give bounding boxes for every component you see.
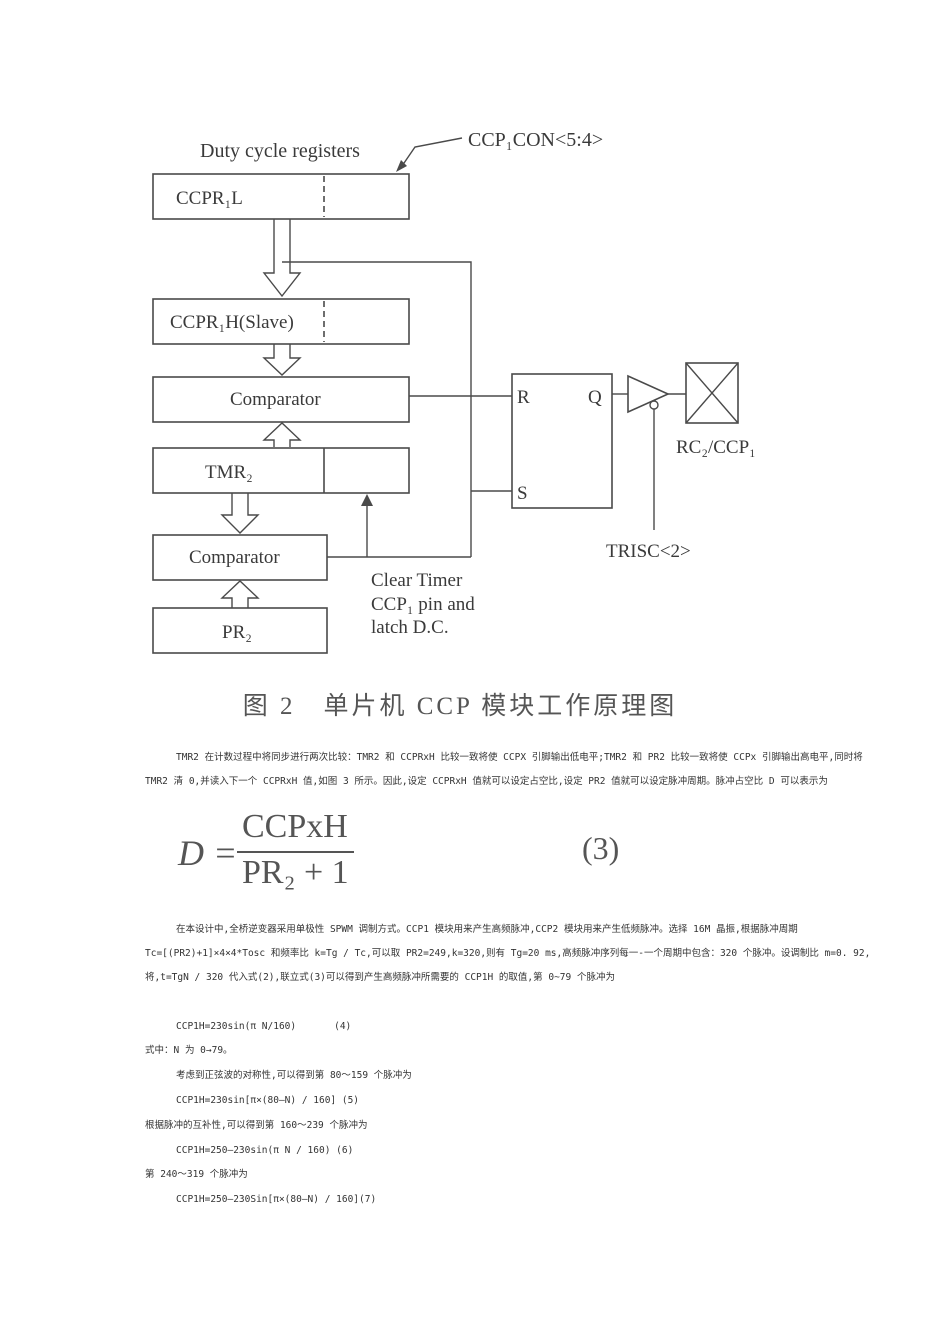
ccp-con-arrowhead xyxy=(396,160,407,172)
comparator-bottom-label: Comparator xyxy=(189,547,280,568)
figure-caption: 图 2 单片机 CCP 模块工作原理图 xyxy=(242,693,678,720)
clear-timer-line-3: latch D.C. xyxy=(371,617,449,638)
paragraph2-line1: 在本设计中,全桥逆变器采用单极性 SPWM 调制方式。CCP1 模块用来产生高频… xyxy=(176,924,798,935)
buffer-enable-bubble xyxy=(649,400,659,410)
clear-timer-line-2: CCP₁ pin and xyxy=(371,594,475,615)
equation-7: CCP1H=250—230Sin[π×(80—N) / 160](7) xyxy=(176,1194,377,1205)
tmr2-to-comparator-bottom-arrow xyxy=(220,493,260,534)
equation-6: CCP1H=250—230sin(π N / 160) (6) xyxy=(176,1145,354,1156)
output-buffer xyxy=(627,374,670,414)
tmr2-to-comparator-arrow xyxy=(262,422,302,447)
ccp-con-label: CCP₁CON<5:4> xyxy=(468,129,603,151)
pr2-register xyxy=(152,607,328,654)
ccpr1h-register xyxy=(152,298,410,345)
tris-label: TRISC<2> xyxy=(606,541,691,562)
tmr2-register xyxy=(152,447,410,494)
formula-lhs: D = xyxy=(178,833,238,873)
range-text: 第 240～319 个脉冲为 xyxy=(145,1169,248,1180)
formula-denominator: PR₂ + 1 xyxy=(242,854,349,891)
paragraph1-line2: TMR2 清 0,并读入下一个 CCPRxH 值,如图 3 所示。因此,设定 C… xyxy=(145,776,828,787)
equation-5: CCP1H=230sin[π×(80—N) / 160] (5) xyxy=(176,1095,360,1106)
formula-number: (3) xyxy=(582,830,620,866)
ccpr1h-to-comparator-arrow xyxy=(262,344,302,376)
rs-flip-flop xyxy=(511,373,613,509)
clear-timer-line-1: Clear Timer xyxy=(371,570,463,591)
pin-pad-cross-b xyxy=(685,362,739,424)
formula-numerator: CCPxH xyxy=(242,808,348,845)
comparator-top-label: Comparator xyxy=(230,389,321,410)
paragraph1-line1: TMR2 在计数过程中将同步进行两次比较：TMR2 和 CCPRxH 比较一致将… xyxy=(176,752,863,763)
clear-timer-arrowhead xyxy=(361,494,373,506)
ff-q-label: Q xyxy=(588,387,602,408)
paragraph2-line2: Tc=[(PR2)+1]×4×4*Tosc 和频率比 k=Tg / Tc,可以取… xyxy=(145,948,871,959)
load-arrow xyxy=(262,219,302,298)
ccp-module-diagram: Duty cycle registers CCP₁CON<5:4> CCPR₁L… xyxy=(152,129,756,654)
pr2-label: PR₂ xyxy=(222,622,252,643)
ccpr1l-register xyxy=(152,173,410,220)
comparator-bottom xyxy=(152,534,328,581)
equation-4-note: 式中：N 为 0→79。 xyxy=(145,1045,233,1056)
pr2-to-comparator-arrow xyxy=(220,580,260,608)
paragraph2-line3: 将,t=TgN / 320 代入式(2),联立式(3)可以得到产生高频脉冲所需要… xyxy=(145,972,615,983)
symmetry-text: 考虑到正弦波的对称性,可以得到第 80～159 个脉冲为 xyxy=(176,1070,412,1081)
ff-s-label: S xyxy=(517,483,528,504)
ccp-con-pointer xyxy=(401,137,463,167)
ccpr1h-label: CCPR₁H(Slave) xyxy=(170,312,294,333)
ccpr1l-label: CCPR₁L xyxy=(176,188,243,209)
complement-text: 根据脉冲的互补性,可以得到第 160～239 个脉冲为 xyxy=(145,1120,368,1131)
pin-label: RC₂/CCP₁ xyxy=(676,437,756,458)
tmr2-label: TMR₂ xyxy=(205,462,253,483)
equation-4: CCP1H=230sin(π N/160) (4) xyxy=(176,1021,352,1032)
duty-cycle-label: Duty cycle registers xyxy=(200,140,360,162)
comparator-top xyxy=(152,376,410,423)
ff-r-label: R xyxy=(517,387,530,408)
clear-branch-wire xyxy=(282,261,472,557)
fraction-bar xyxy=(237,851,354,853)
